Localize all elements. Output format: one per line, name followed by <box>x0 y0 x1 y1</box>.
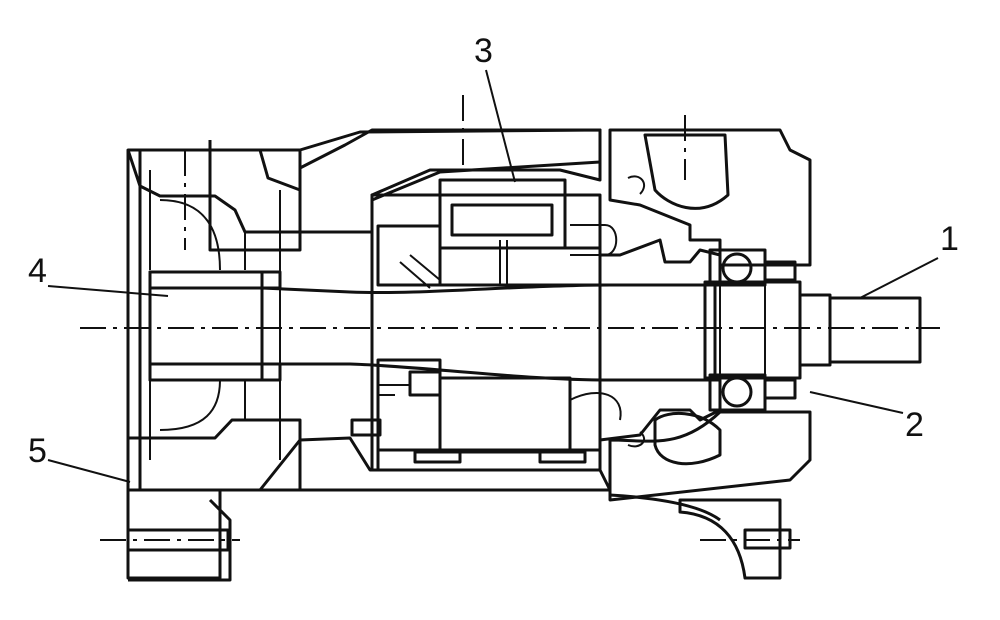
left-flange-housing <box>126 128 612 582</box>
part-label-3: 3 <box>474 32 493 70</box>
leader-lines <box>47 69 939 483</box>
rotor-body <box>350 178 622 472</box>
part-label-2: 2 <box>905 406 924 444</box>
part-label-4: 4 <box>28 252 47 290</box>
part-label-1: 1 <box>940 220 959 258</box>
part-label-5: 5 <box>28 432 47 470</box>
center-lines <box>80 95 940 541</box>
drive-shaft <box>148 270 922 382</box>
